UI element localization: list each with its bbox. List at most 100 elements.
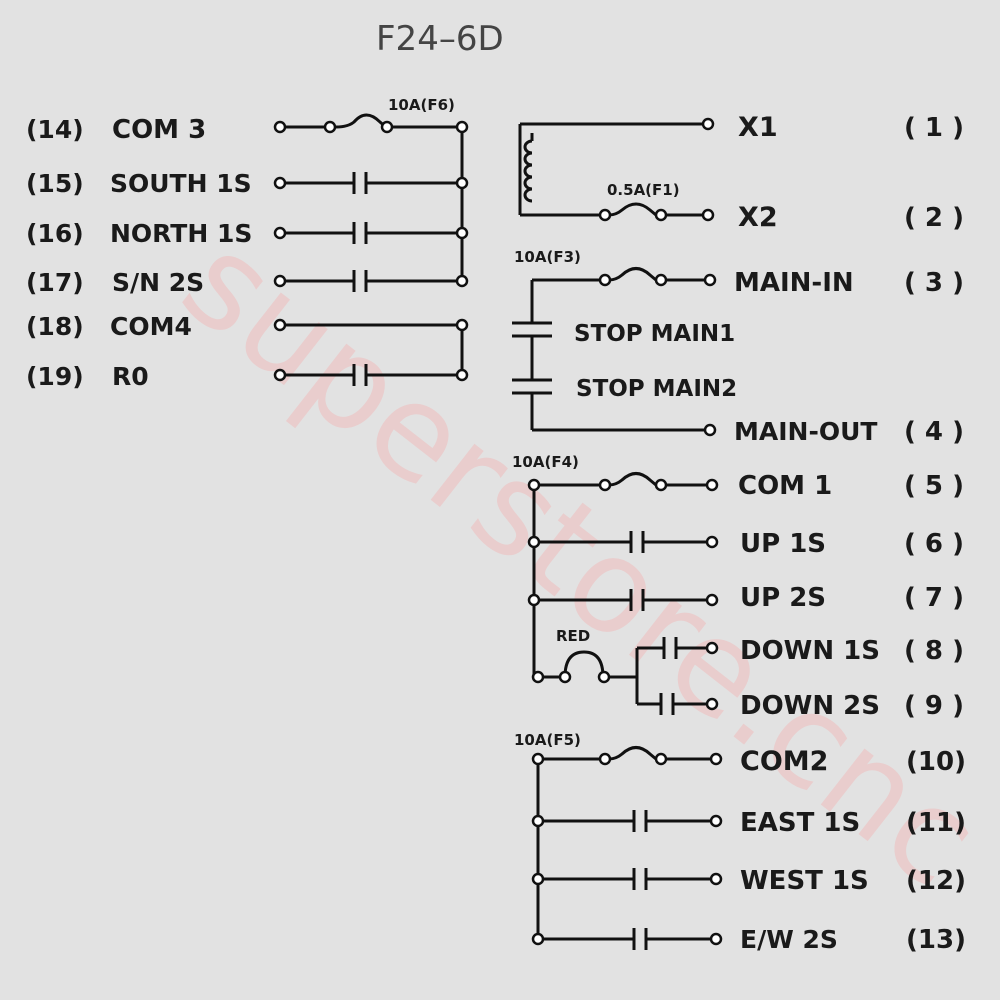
fuse-f4-pin-a: [598, 478, 612, 492]
terminal-9-name: DOWN 2S: [740, 691, 880, 721]
terminal-6-name: UP 1S: [740, 529, 826, 559]
terminal-1-name: X1: [738, 112, 778, 143]
fuse-f3-pin-b: [654, 273, 668, 287]
fuse-f3-label: 10A(F3): [514, 248, 581, 266]
left-bus-node-16: [455, 226, 469, 240]
left-terminal-labels: (14) COM 3 (15) SOUTH 1S (16) NORTH 1S (…: [26, 115, 252, 391]
terminal-10-name: COM2: [740, 746, 828, 777]
com2-bus-node: [531, 752, 545, 766]
fuse-f1-pin-b: [654, 208, 668, 222]
terminal-16-name: NORTH 1S: [110, 219, 252, 248]
stop-main2-label: STOP MAIN2: [576, 376, 737, 402]
left-bus-node-18: [455, 318, 469, 332]
terminal-3-name: MAIN-IN: [734, 268, 854, 298]
main-circuit: 10A(F3) STOP MAIN1 STOP MAIN2: [512, 248, 737, 437]
terminal-12-name: WEST 1S: [740, 866, 869, 896]
ew-bus-node: [531, 932, 545, 946]
terminal-7-name: UP 2S: [740, 583, 826, 613]
up2-bus-node: [527, 593, 541, 607]
terminal-10-number: (10): [906, 747, 966, 777]
terminal-13-name: E/W 2S: [740, 925, 838, 954]
com1-terminal: [705, 478, 719, 492]
right-terminal-labels: X1 ( 1 ) X2 ( 2 ) MAIN-IN ( 3 ) MAIN-OUT…: [734, 112, 966, 955]
fuse-f4-pin-b: [654, 478, 668, 492]
fuse-f1-label: 0.5A(F1): [607, 181, 680, 199]
left-circuit: 10A(F6): [273, 96, 469, 386]
terminal-19-name: R0: [112, 362, 149, 391]
terminal-17-name: S/N 2S: [112, 268, 204, 297]
com2-terminal: [709, 752, 723, 766]
fuse-f6-pin-b: [380, 120, 394, 134]
terminal-7-number: ( 7 ): [904, 583, 964, 613]
terminal-11-name: EAST 1S: [740, 808, 860, 838]
com2-circuit: 10A(F5): [514, 731, 723, 950]
south-terminal: [273, 176, 287, 190]
ew-terminal: [709, 932, 723, 946]
left-bus-node-19: [455, 368, 469, 382]
terminal-19-number: (19): [26, 362, 84, 391]
left-bus-node-15: [455, 176, 469, 190]
terminal-15-name: SOUTH 1S: [110, 169, 252, 198]
terminal-18-name: COM4: [110, 312, 192, 341]
terminal-11-number: (11): [906, 808, 966, 838]
down1-terminal: [705, 641, 719, 655]
red-pin-a: [558, 670, 572, 684]
terminal-3-number: ( 3 ): [904, 268, 964, 298]
sn-terminal: [273, 274, 287, 288]
terminal-4-number: ( 4 ): [904, 417, 964, 447]
fuse-f6-pin-a: [323, 120, 337, 134]
com1-circuit: 10A(F4) RED: [512, 453, 719, 715]
east-terminal: [709, 814, 723, 828]
terminal-18-number: (18): [26, 312, 84, 341]
watermark: superstore.cnc: [156, 205, 1000, 917]
terminal-13-number: (13): [906, 925, 966, 955]
left-bus-node-14: [455, 120, 469, 134]
terminal-14-number: (14): [26, 115, 84, 144]
down2-terminal: [705, 697, 719, 711]
left-bus-node-17: [455, 274, 469, 288]
com1-bus-node: [527, 478, 541, 492]
fuse-f1-pin-a: [598, 208, 612, 222]
x1-terminal: [701, 117, 715, 131]
stop-main1-label: STOP MAIN1: [574, 321, 735, 347]
terminal-2-name: X2: [738, 202, 778, 233]
red-bus-node: [531, 670, 545, 684]
main-in-terminal: [703, 273, 717, 287]
fuse-f6-icon: [335, 113, 387, 129]
terminal-1-number: ( 1 ): [904, 113, 964, 143]
terminal-12-number: (12): [906, 866, 966, 896]
terminal-16-number: (16): [26, 219, 84, 248]
com3-terminal: [273, 120, 287, 134]
fuse-f5-pin-b: [654, 752, 668, 766]
terminal-15-number: (15): [26, 169, 84, 198]
fuse-f4-label: 10A(F4): [512, 453, 579, 471]
fuse-f3-pin-a: [598, 273, 612, 287]
fuse-f1-icon: [608, 202, 657, 217]
west-bus-node: [531, 872, 545, 886]
fuse-f5-icon: [608, 746, 657, 761]
transformer-circuit: 0.5A(F1): [518, 117, 715, 222]
up1-terminal: [705, 535, 719, 549]
north-terminal: [273, 226, 287, 240]
up2-terminal: [705, 593, 719, 607]
terminal-17-number: (17): [26, 268, 84, 297]
red-jumper-icon: [563, 650, 605, 678]
terminal-6-number: ( 6 ): [904, 529, 964, 559]
diagram-title: F24–6D: [376, 19, 504, 59]
fuse-f3-icon: [608, 267, 657, 282]
terminal-8-number: ( 8 ): [904, 636, 964, 666]
terminal-5-number: ( 5 ): [904, 471, 964, 501]
fuse-f5-pin-a: [598, 752, 612, 766]
com4-terminal: [273, 318, 287, 332]
fuse-f6-label: 10A(F6): [388, 96, 455, 114]
fuse-f4-icon: [608, 472, 657, 487]
east-bus-node: [531, 814, 545, 828]
terminal-2-number: ( 2 ): [904, 203, 964, 233]
red-label: RED: [556, 627, 590, 645]
terminal-8-name: DOWN 1S: [740, 636, 880, 666]
terminal-4-name: MAIN-OUT: [734, 417, 877, 446]
terminal-5-name: COM 1: [738, 471, 832, 501]
west-terminal: [709, 872, 723, 886]
